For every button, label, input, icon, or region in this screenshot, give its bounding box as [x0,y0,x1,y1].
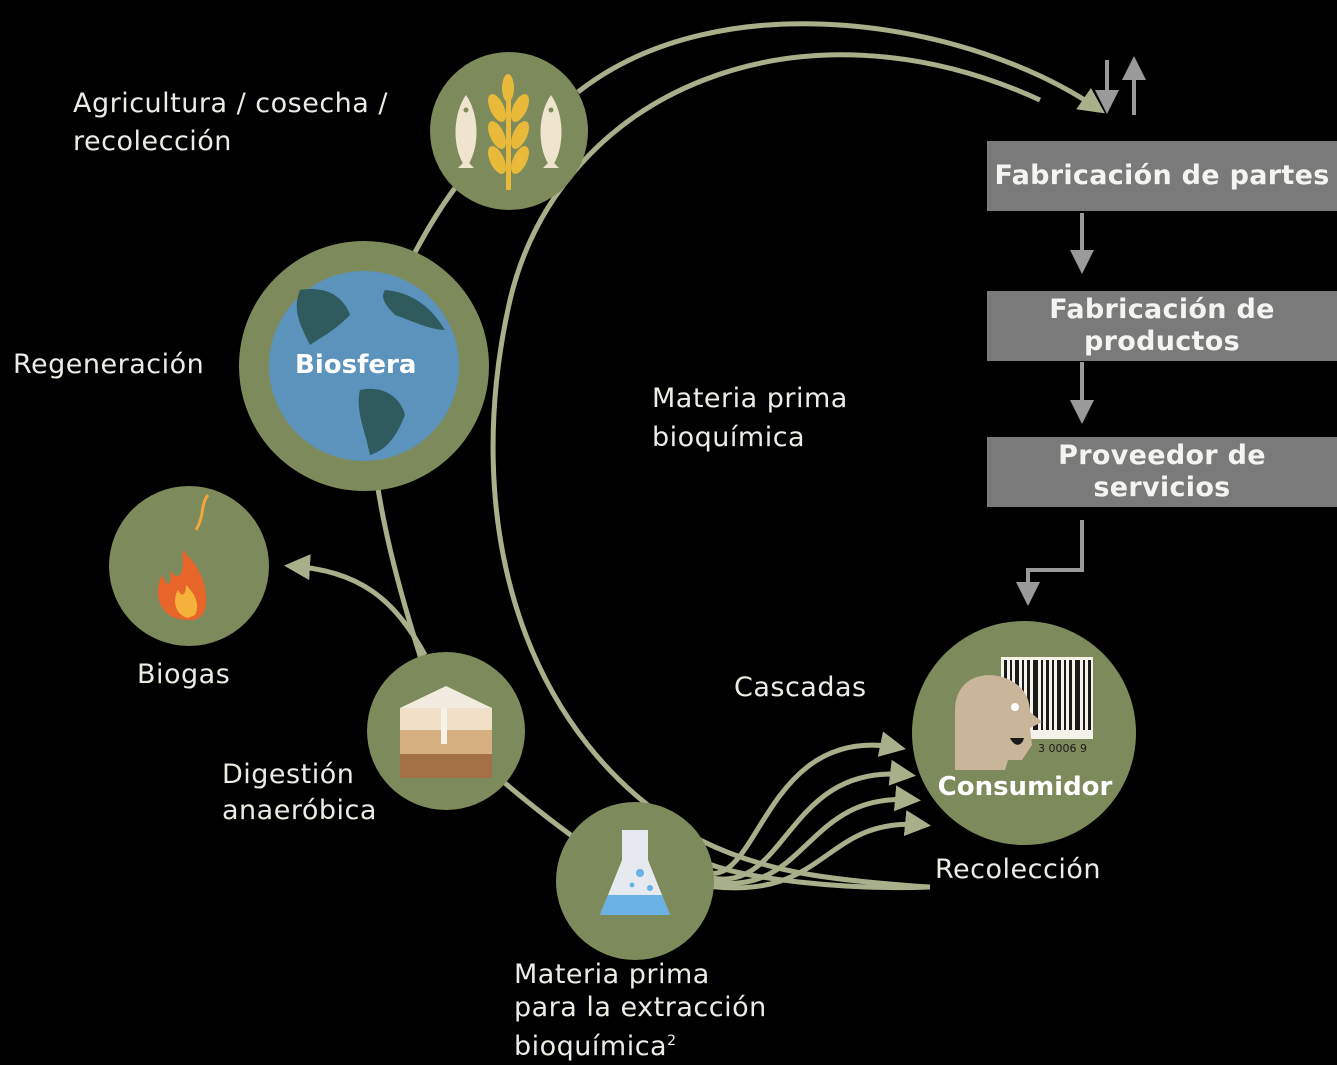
anaerobic-digestion-node [367,652,525,810]
label-regeneracion: Regeneración [13,349,205,380]
box-proveedor-servicios: Proveedor de servicios [987,437,1337,507]
consumidor-title: Consumidor [937,772,1113,802]
agriculture-node [430,52,588,210]
consumer-face-icon [955,675,1042,770]
consumer-node [912,621,1136,845]
label-recoleccion-top: recolección [73,126,232,157]
biosphere-node [239,241,489,491]
wheat-icon [488,74,529,190]
barcode-digits: 3 0006 9 [1038,742,1087,755]
flame-icon [157,494,210,620]
box-proveedor-servicios-label: Proveedor de servicios [1058,440,1266,503]
biogas-node [109,486,269,646]
footnote-marker: 2 [667,1033,677,1049]
globe-icon [296,289,445,455]
label-agricultura: Agricultura / cosecha / [73,88,388,119]
label-digestion-2: anaeróbica [222,795,377,826]
fish-icon [455,95,477,168]
box-fabricacion-productos: Fabricación de productos [987,291,1337,361]
supply-chain-arrows [1016,56,1146,606]
soil-layers-icon [400,686,492,778]
label-extraccion-1: Materia prima [514,959,710,990]
box-fabricacion-partes: Fabricación de partes [987,141,1337,211]
label-extraccion-3: bioquímica2 [514,1023,677,1065]
fish-icon [540,95,562,168]
label-materia-prima-1: Materia prima [652,383,848,414]
box-fabricacion-productos-line2: productos [1084,326,1240,357]
label-cascadas: Cascadas [734,672,867,703]
box-fabricacion-productos-line1: Fabricación de [1049,294,1275,325]
label-biogas: Biogas [137,659,231,690]
label-materia-prima-2: bioquímica [652,422,806,453]
biosfera-title: Biosfera [295,350,417,380]
label-digestion-1: Digestión [222,759,355,790]
biochemical-extraction-node [556,802,714,960]
label-extraccion-2: para la extracción [514,992,767,1023]
label-recoleccion-bottom: Recolección [935,854,1101,885]
flask-icon [600,830,670,915]
label-extraccion-3-text: bioquímica [514,1031,668,1062]
box-fabricacion-partes-label: Fabricación de partes [994,160,1330,191]
